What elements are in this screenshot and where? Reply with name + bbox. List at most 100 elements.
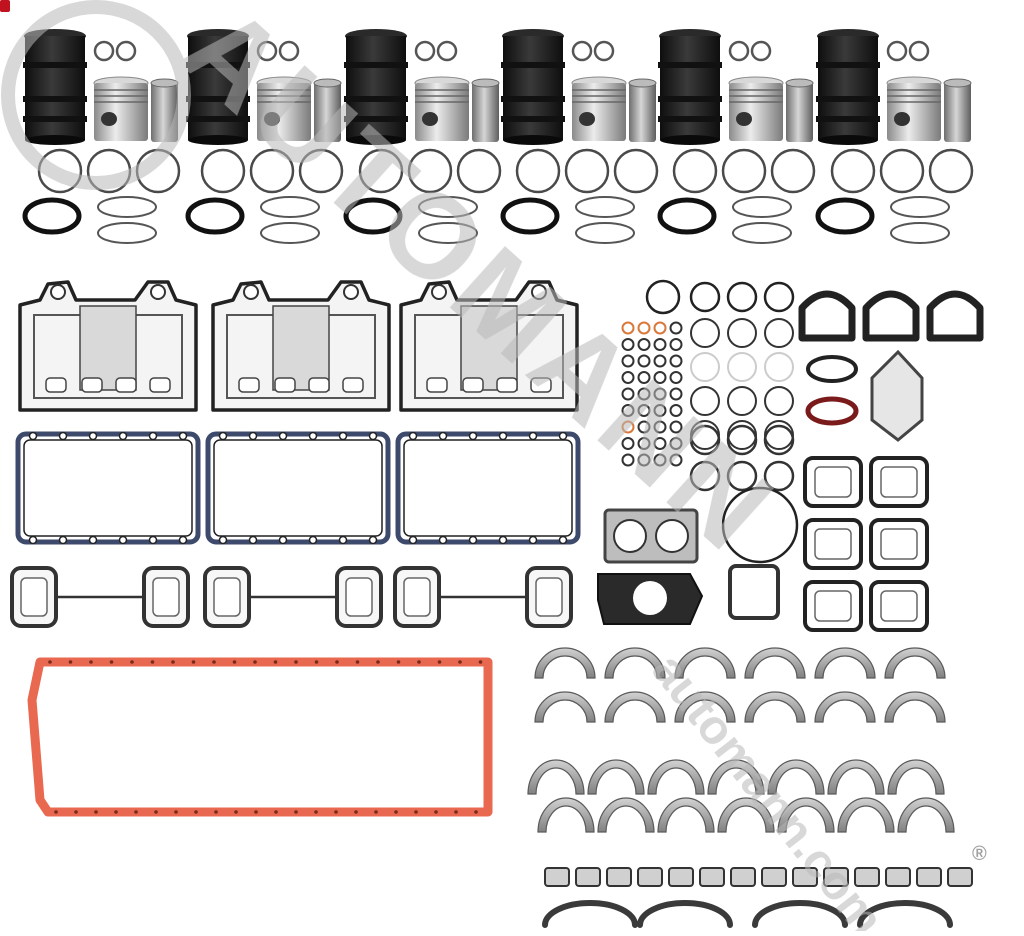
- manifold-port-inner: [535, 577, 563, 617]
- piston-ring: [928, 148, 974, 194]
- main-bearing: [837, 797, 895, 833]
- snap-ring: [571, 40, 593, 62]
- pin-bore: [894, 112, 910, 126]
- head-gasket-2: [211, 280, 391, 412]
- port-cutout: [238, 377, 260, 393]
- liner-band: [344, 96, 408, 102]
- thrust-washer: [857, 900, 953, 928]
- main-bearing: [777, 797, 835, 833]
- bolt-hole: [376, 660, 380, 664]
- bolt-hole: [374, 810, 378, 814]
- port-cutout: [81, 377, 103, 393]
- snap-ring: [750, 40, 772, 62]
- pin-end: [785, 78, 814, 88]
- port-gasket-inner: [814, 590, 852, 622]
- small-o-ring: [653, 420, 667, 434]
- piston: [415, 83, 469, 141]
- piston: [887, 83, 941, 141]
- liner-seal: [260, 196, 320, 218]
- port: [655, 519, 689, 553]
- small-o-ring: [637, 437, 651, 450]
- o-ring: [690, 386, 720, 416]
- bolt-tab: [528, 535, 538, 545]
- main-bearing: [587, 759, 645, 795]
- rod-bearing: [884, 691, 946, 723]
- bolt-tab: [438, 535, 448, 545]
- piston-pin: [944, 82, 971, 142]
- liner-bottom: [503, 135, 563, 145]
- head-gasket-1: [18, 280, 198, 412]
- liner-band: [816, 62, 880, 68]
- watermark-logo-ring: [1, 0, 191, 190]
- snap-ring: [93, 40, 115, 62]
- bolt-hole: [50, 284, 66, 300]
- manifold-port-inner: [152, 577, 180, 617]
- port-gasket-inner: [880, 590, 918, 622]
- liner-o-ring: [185, 197, 245, 235]
- rod-bearing: [744, 691, 806, 723]
- piston-ring: [298, 148, 344, 194]
- small-o-ring: [621, 387, 635, 401]
- bolt-hole: [354, 810, 358, 814]
- port-gasket: [869, 580, 929, 632]
- port-cutout: [308, 377, 330, 393]
- rod-bearing: [674, 691, 736, 723]
- cylinder-liner: [503, 36, 563, 140]
- main-bearing: [717, 797, 775, 833]
- bolt-hole: [394, 810, 398, 814]
- bolt-tab: [368, 431, 378, 441]
- piston: [729, 83, 783, 141]
- port-cutout: [45, 377, 67, 393]
- o-ring: [689, 281, 721, 313]
- small-o-ring: [653, 338, 667, 351]
- thrust-tab: [792, 867, 818, 887]
- snap-ring: [886, 40, 908, 62]
- port-gasket-inner: [814, 528, 852, 560]
- bolt-tab: [558, 431, 568, 441]
- bolt-hole: [414, 810, 418, 814]
- cylinder-set-4: [500, 29, 659, 244]
- valve-cover-inner: [213, 439, 383, 537]
- port-gasket: [803, 580, 863, 632]
- o-ring: [689, 460, 721, 492]
- bolt-tab: [408, 535, 418, 545]
- piston-pin: [472, 82, 499, 142]
- bolt-tab: [178, 535, 188, 545]
- small-o-ring: [637, 371, 651, 384]
- small-o-ring: [621, 338, 635, 351]
- manifold-gasket-2: [203, 566, 383, 628]
- thrust-washer: [637, 900, 733, 928]
- piston-ring: [249, 148, 295, 194]
- liner-seal: [732, 222, 792, 244]
- bolt-tab: [28, 535, 38, 545]
- bolt-tab: [248, 431, 258, 441]
- small-o-ring: [653, 354, 667, 368]
- rod-bearing: [814, 691, 876, 723]
- o-ring: [763, 460, 795, 492]
- bolt-hole: [48, 660, 52, 664]
- small-o-ring: [637, 321, 651, 335]
- liner-seal: [890, 196, 950, 218]
- o-ring: [764, 352, 794, 382]
- manifold-port-inner: [20, 577, 48, 617]
- o-ring: [690, 318, 720, 348]
- o-ring: [726, 424, 758, 456]
- seal-gasket: [798, 290, 856, 342]
- snap-ring: [278, 40, 300, 62]
- valve-cover-gasket-2: [205, 431, 391, 545]
- snap-ring: [908, 40, 930, 62]
- bolt-hole: [130, 660, 134, 664]
- liner-seal: [418, 222, 478, 244]
- snap-ring: [256, 40, 278, 62]
- snap-ring: [728, 40, 750, 62]
- port: [633, 581, 667, 615]
- valve-cover-inner: [23, 439, 193, 537]
- bolt-hole: [343, 284, 359, 300]
- liner-band: [816, 116, 880, 122]
- thrust-tab: [761, 867, 787, 887]
- small-o-ring: [669, 420, 683, 434]
- thrust-tabs: [544, 867, 973, 887]
- rod-bearing: [534, 647, 596, 679]
- thrust-tab: [544, 867, 570, 887]
